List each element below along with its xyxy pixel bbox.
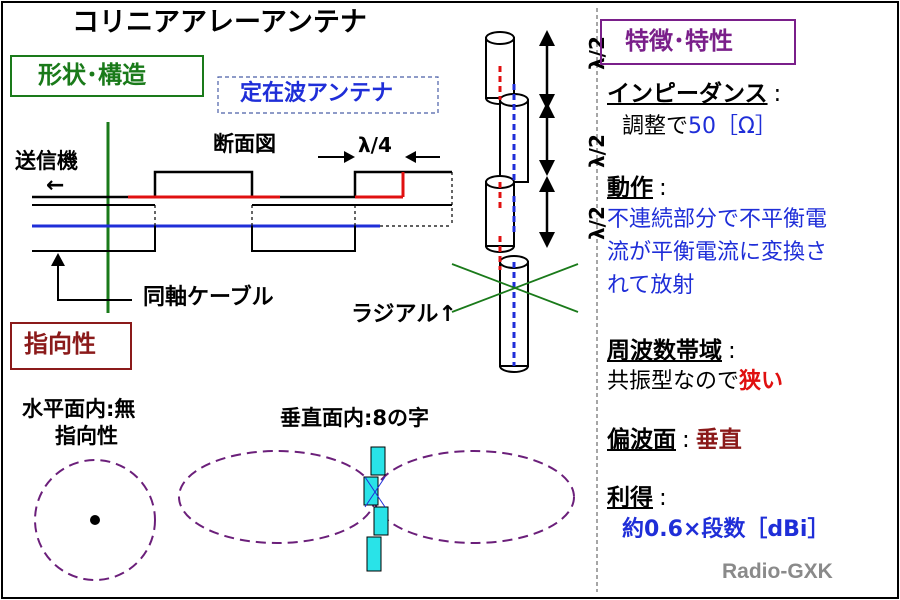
directivity-section-heading: 指向性 — [24, 330, 96, 358]
colon: : — [682, 427, 690, 453]
operation-line: 流が平衡電流に変換さ — [607, 240, 828, 265]
operation-label: 動作: — [607, 175, 667, 201]
element-block — [366, 536, 382, 572]
coax-cable-label: 同軸ケーブル — [143, 285, 274, 310]
bandwidth-value: 共振型なので狭い — [607, 369, 784, 394]
horizontal-pattern — [34, 459, 156, 581]
polarization-value: 垂直 — [695, 427, 742, 453]
outer-conductor-lower — [32, 226, 156, 252]
page-title: コリニアアレーアンテナ — [72, 7, 367, 38]
gain-value: 約0.6×段数［dBi］ — [622, 517, 830, 542]
gain-label-text: 利得 — [607, 485, 653, 511]
outer-conductor-upper — [32, 170, 452, 199]
half-lambda-label: λ/2 — [585, 134, 609, 168]
transmitter-label: 送信機 — [15, 149, 78, 173]
bandwidth-label-text: 周波数帯域 — [607, 338, 722, 364]
bandwidth-narrow: 狭い — [739, 369, 784, 394]
shape-section-box — [10, 55, 204, 97]
impedance-label-text: インピーダンス — [607, 81, 768, 107]
cross-section-label: 断面図 — [213, 132, 276, 156]
element-join — [364, 476, 386, 508]
half-lambda-arrows — [539, 30, 555, 248]
cylinder-top — [485, 31, 515, 45]
vertical-pattern — [178, 446, 575, 572]
arrow-head — [51, 253, 65, 266]
coax-pointer-line — [57, 255, 132, 301]
pattern-lobe-right — [373, 450, 575, 544]
radial-label: ラジアル↑ — [351, 302, 457, 327]
standing-wave-tag-box — [217, 76, 439, 114]
bandwidth-prefix: 共振型なので — [607, 369, 740, 394]
outer-conductor-lower — [251, 226, 356, 252]
bandwidth-label: 周波数帯域: — [607, 338, 736, 364]
vertical-antenna — [451, 30, 579, 373]
cylinder-bottom — [499, 365, 529, 373]
vertical-pattern-label: 垂直面内:8の字 — [280, 406, 430, 430]
operation-line: 不連続部分で不平衡電 — [607, 207, 828, 232]
half-lambda-label: λ/2 — [585, 206, 609, 240]
operation-label-text: 動作 — [607, 175, 653, 201]
operation-line: れて放射 — [607, 273, 695, 298]
cross-section-diagram — [32, 122, 453, 313]
impedance-prefix: 調整で — [622, 114, 689, 139]
shape-section-heading: 形状･構造 — [38, 61, 146, 89]
impedance-value: 調整で50［Ω］ — [622, 114, 777, 139]
colon: : — [773, 81, 782, 107]
colon: : — [728, 338, 736, 364]
colon: : — [659, 485, 667, 511]
impedance-number: 50［Ω］ — [688, 114, 777, 139]
pattern-lobe-left — [178, 450, 376, 544]
horizontal-pattern-label: 水平面内:無 — [22, 397, 136, 421]
colon: : — [659, 175, 667, 201]
transmitter-arrow: ← — [46, 173, 65, 198]
polarization-row: 偏波面:垂直 — [607, 427, 742, 453]
quarter-lambda-label: λ/4 — [358, 133, 392, 157]
credit-text: Radio-GXK — [722, 560, 833, 583]
impedance-label: インピーダンス: — [607, 81, 782, 107]
element-block — [363, 476, 379, 506]
horizontal-pattern-circle — [34, 459, 156, 581]
antenna-dot — [90, 515, 100, 525]
features-section-heading: 特徴･特性 — [625, 27, 733, 55]
features-section-box — [600, 19, 796, 65]
horizontal-pattern-label-line2: 指向性 — [55, 424, 118, 448]
gain-label: 利得: — [607, 485, 667, 511]
standing-wave-tag: 定在波アンテナ — [240, 81, 394, 106]
arrow-head — [405, 151, 416, 163]
arrow-head — [344, 151, 355, 163]
element-block — [373, 506, 389, 536]
radial-line — [451, 263, 579, 313]
element-block — [370, 446, 386, 476]
directivity-section-box — [10, 322, 132, 370]
polarization-label-text: 偏波面 — [607, 427, 676, 453]
